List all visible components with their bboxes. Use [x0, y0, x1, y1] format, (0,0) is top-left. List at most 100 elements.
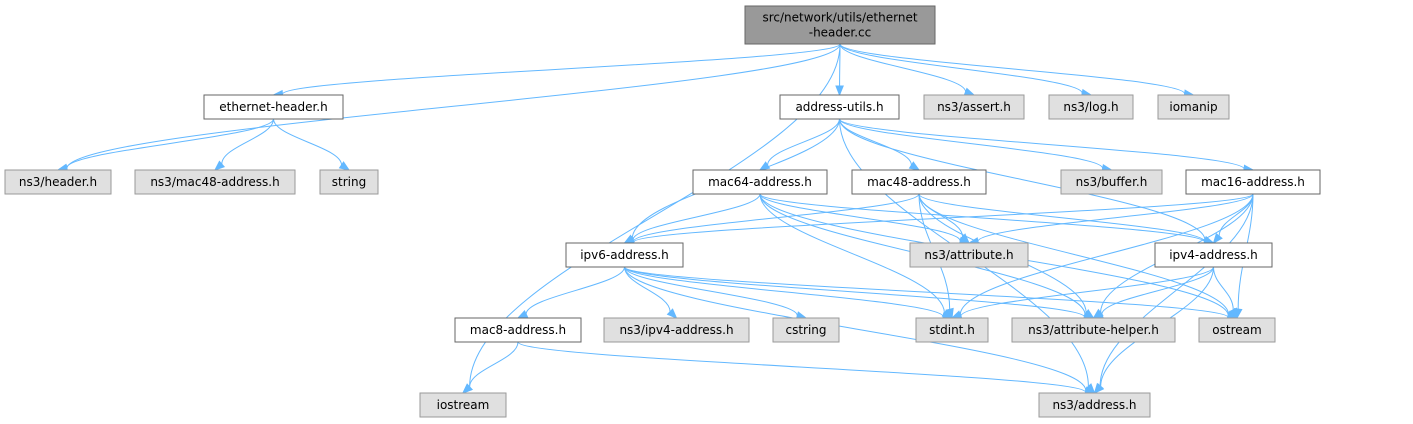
node-box: [923, 94, 1025, 120]
edge-line: [1101, 266, 1214, 315]
node-ethernet-header-h[interactable]: ethernet-header.h: [203, 94, 344, 120]
node-label: ethernet-header.h: [219, 100, 327, 114]
node-ns3-header-h: ns3/header.h: [4, 169, 112, 195]
node-cstring: cstring: [772, 317, 840, 343]
node-box: [1157, 94, 1230, 120]
edge-line: [624, 266, 671, 312]
edge-line: [839, 118, 1104, 169]
node-ns3-attribute-helper-h: ns3/attribute-helper.h: [1011, 317, 1176, 343]
node-label: ns3/header.h: [19, 175, 97, 189]
edge-root-to-iomanip: [839, 43, 1195, 98]
node-root[interactable]: src/network/utils/ethernet-header.cc: [744, 5, 936, 45]
node-box: [134, 169, 296, 195]
node-box: [4, 169, 112, 195]
node-label: address-utils.h: [795, 100, 883, 114]
node-ns3-log-h: ns3/log.h: [1048, 94, 1134, 120]
edge-line: [759, 193, 945, 314]
node-iomanip: iomanip: [1157, 94, 1230, 120]
edge-root-to-ns3-header-h: [56, 43, 841, 173]
node-ns3-address-h: ns3/address.h: [1038, 392, 1151, 418]
node-ns3-mac48-address-h: ns3/mac48-address.h: [134, 169, 296, 195]
node-label: ns3/ipv4-address.h: [619, 323, 733, 337]
edge-arrowhead: [945, 307, 954, 320]
node-box: [851, 169, 987, 195]
node-stdint-h: stdint.h: [915, 317, 989, 343]
edge-line: [632, 193, 1254, 243]
node-box: [772, 317, 840, 343]
edge-line: [525, 266, 625, 315]
edge-arrowhead: [1093, 383, 1105, 394]
node-label: stdint.h: [929, 323, 975, 337]
edge-ethernet-header-h-to-string: [273, 118, 351, 171]
node-label: ipv6-address.h: [580, 248, 669, 262]
node-label: mac48-address.h: [867, 175, 971, 189]
edge-line: [221, 118, 274, 165]
edge-arrowhead: [835, 85, 844, 97]
node-mac8-address-h[interactable]: mac8-address.h: [454, 317, 582, 343]
node-label: cstring: [785, 323, 826, 337]
edge-line: [960, 266, 1214, 317]
edge-root-to-ns3-log-h: [839, 43, 1093, 98]
edge-mac64-address-h-to-ipv4-address-h: [759, 193, 1215, 247]
node-box: [1198, 317, 1276, 343]
node-iostream: iostream: [419, 392, 507, 418]
node-ipv6-address-h[interactable]: ipv6-address.h: [565, 242, 684, 268]
edge-line: [767, 118, 840, 166]
node-label: src/network/utils/ethernet: [762, 11, 917, 25]
node-ns3-assert-h: ns3/assert.h: [923, 94, 1025, 120]
node-box: [915, 317, 989, 343]
edge-line: [977, 193, 1254, 242]
edge-line: [273, 118, 343, 166]
node-mac48-address-h[interactable]: mac48-address.h: [851, 169, 987, 195]
edge-line: [66, 118, 274, 169]
node-label: ns3/mac48-address.h: [150, 175, 279, 189]
edge-line: [959, 193, 1254, 315]
edge-arrowhead: [758, 161, 771, 171]
edge-line: [759, 193, 1206, 243]
node-box: [454, 317, 582, 343]
node-box: [565, 242, 684, 268]
node-box: [744, 5, 936, 45]
node-layer: src/network/utils/ethernet-header.cc ethe…: [4, 5, 1321, 418]
edge-line: [918, 193, 1230, 315]
node-label: ns3/assert.h: [937, 100, 1011, 114]
edge-line: [1099, 193, 1254, 386]
edge-ipv6-address-h-to-ns3-ipv4-address-h: [624, 266, 678, 319]
edge-line: [1213, 266, 1234, 310]
edge-mac8-address-h-to-ns3-address-h: [517, 341, 1096, 397]
edge-ipv6-address-h-to-ns3-attribute-helper-h: [624, 266, 1095, 322]
edge-line: [469, 341, 519, 387]
node-mac64-address-h[interactable]: mac64-address.h: [692, 169, 828, 195]
edge-ipv6-address-h-to-mac8-address-h: [516, 266, 625, 319]
node-mac16-address-h[interactable]: mac16-address.h: [1185, 169, 1321, 195]
node-ns3-buffer-h: ns3/buffer.h: [1060, 169, 1163, 195]
node-box: [1011, 317, 1176, 343]
edge-line: [839, 118, 1206, 241]
node-ipv4-address-h[interactable]: ipv4-address.h: [1154, 242, 1273, 268]
node-label: ns3/buffer.h: [1076, 175, 1148, 189]
node-box: [603, 317, 750, 343]
node-box: [1154, 242, 1273, 268]
edge-line: [839, 118, 1245, 170]
node-label: mac8-address.h: [470, 323, 566, 337]
edge-arrowhead: [1212, 232, 1223, 245]
node-ostream: ostream: [1198, 317, 1276, 343]
edge-address-utils-h-to-mac16-address-h: [839, 118, 1255, 174]
edge-line: [839, 43, 1083, 94]
edge-arrowhead: [963, 87, 976, 96]
edge-line: [624, 266, 944, 318]
node-string: string: [319, 169, 379, 195]
edge-arrowhead: [1229, 307, 1238, 320]
edge-ipv4-address-h-to-stdint-h: [950, 266, 1214, 321]
edge-line: [66, 43, 841, 169]
edge-line: [624, 266, 1087, 391]
node-label: mac16-address.h: [1201, 175, 1305, 189]
edge-arrowhead: [338, 161, 351, 171]
node-address-utils-h[interactable]: address-utils.h: [779, 94, 900, 120]
node-label: iomanip: [1169, 100, 1217, 114]
edge-line: [624, 266, 1086, 318]
edge-arrowhead: [213, 160, 226, 171]
node-box: [419, 392, 507, 418]
node-box: [319, 169, 379, 195]
